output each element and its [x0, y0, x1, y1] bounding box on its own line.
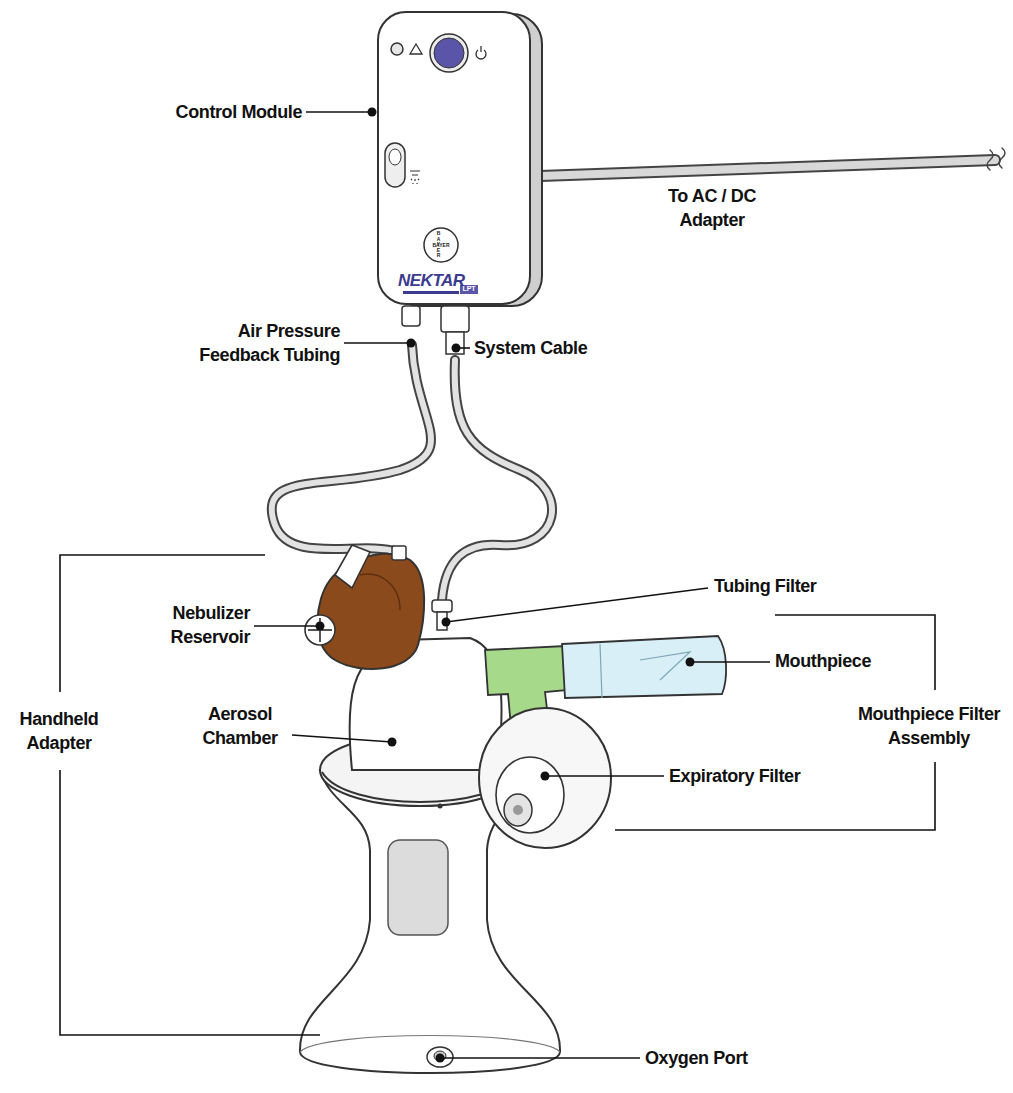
leader-line [690, 661, 770, 663]
leader-dot [436, 1054, 445, 1063]
leader-dot [442, 618, 451, 627]
filter-cap [496, 757, 564, 833]
leader-dot [686, 658, 695, 667]
tube-fitting [392, 546, 406, 560]
power-cord [540, 160, 995, 176]
leader-dot [407, 339, 416, 348]
logo-text: BAYER [421, 242, 461, 248]
leader-line [254, 625, 320, 627]
logo-text: BAYER [436, 231, 441, 259]
spray-icon [410, 171, 420, 184]
part-label: Aerosol Chamber [188, 702, 292, 750]
part-label: System Cable [474, 336, 634, 360]
expiratory-filter [479, 708, 611, 848]
cable-connector [441, 306, 469, 332]
part-label: Mouthpiece Filter Assembly [853, 702, 1005, 750]
logo-tag [460, 285, 478, 294]
oxygen-port [427, 1047, 453, 1067]
grip-window [388, 840, 448, 935]
part-label: Mouthpiece [775, 649, 915, 673]
leader-line [292, 735, 392, 742]
leader-line [344, 342, 411, 344]
leader-dot [388, 738, 397, 747]
part-label: Nebulizer Reservoir [138, 601, 250, 649]
knob-grip [308, 618, 332, 642]
brand-tag: LPT [460, 285, 478, 293]
part-label: Handheld Adapter [6, 707, 112, 755]
leader-dot [541, 772, 550, 781]
part-label: Expiratory Filter [669, 764, 849, 788]
part-label: Air Pressure Feedback Tubing [178, 319, 340, 367]
tubing-filter [432, 600, 452, 612]
brand-text: NEKTAR [398, 272, 468, 290]
tubing-connector [402, 306, 420, 326]
leader-dot [316, 622, 325, 631]
leader-dot [452, 344, 461, 353]
mouthpiece [562, 636, 726, 698]
reservoir-clip [335, 545, 370, 588]
handheld-grip [300, 770, 560, 1073]
power-icon [476, 46, 486, 59]
leader-line [306, 111, 372, 113]
base-edge [300, 1036, 560, 1053]
nebulize-button [385, 143, 405, 187]
part-label: To AC / DC Adapter [647, 184, 777, 232]
air-pressure-tubing [272, 345, 431, 552]
power-button [434, 38, 464, 68]
power-cord [540, 160, 995, 176]
leader-line [446, 588, 708, 622]
filter-outlet [504, 794, 532, 826]
logo-bar [403, 291, 459, 294]
filter-hole [513, 805, 523, 815]
reservoir-shade [360, 574, 400, 610]
leader-line [440, 1057, 640, 1059]
reservoir-knob [305, 615, 335, 645]
air-pressure-tubing [272, 345, 431, 552]
system-cable [442, 360, 552, 600]
cable-connector [446, 332, 464, 354]
leader-line [545, 775, 664, 777]
system-cable [442, 360, 552, 600]
nebulizer-reservoir [318, 554, 425, 669]
alarm-light [391, 43, 403, 55]
power-button-rim [430, 34, 468, 72]
mouthpiece-detail [600, 644, 690, 698]
button-half [389, 149, 401, 165]
part-label: Oxygen Port [645, 1046, 795, 1070]
part-label: Tubing Filter [714, 574, 864, 598]
warning-icon [410, 44, 422, 54]
grip-dot [438, 804, 443, 809]
control-module [378, 12, 530, 304]
part-label: Control Module [120, 100, 302, 124]
cord-break [987, 148, 1005, 170]
bracket [60, 555, 320, 1035]
leader-dot [368, 108, 377, 117]
